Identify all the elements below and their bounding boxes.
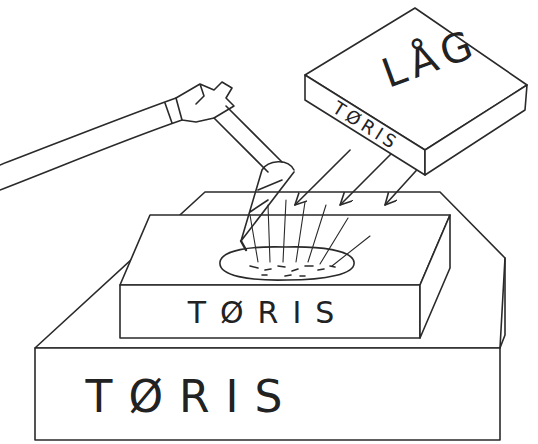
arrow-connector [385, 150, 435, 205]
arrow-connector [340, 150, 395, 205]
arrow-connector [295, 150, 350, 205]
gas-hose [0, 98, 182, 190]
block-face [500, 258, 505, 348]
torch-tube [214, 106, 282, 172]
dry-ice-lid: LÅGTØRIS [330, 20, 525, 150]
torch-valve [176, 82, 234, 122]
block-face [305, 75, 425, 175]
block-label: TØRIS [86, 375, 299, 419]
block-face [420, 215, 450, 338]
block-face [120, 285, 420, 338]
block-face [35, 192, 505, 348]
block-face [120, 215, 450, 285]
block-label: TØRIS [188, 298, 349, 328]
block-face [35, 348, 500, 440]
dry-ice-base-block: TØRIS TØRIS [32, 185, 510, 443]
block-face [425, 85, 527, 175]
dry-ice-top-block: TØRIS [118, 205, 453, 340]
